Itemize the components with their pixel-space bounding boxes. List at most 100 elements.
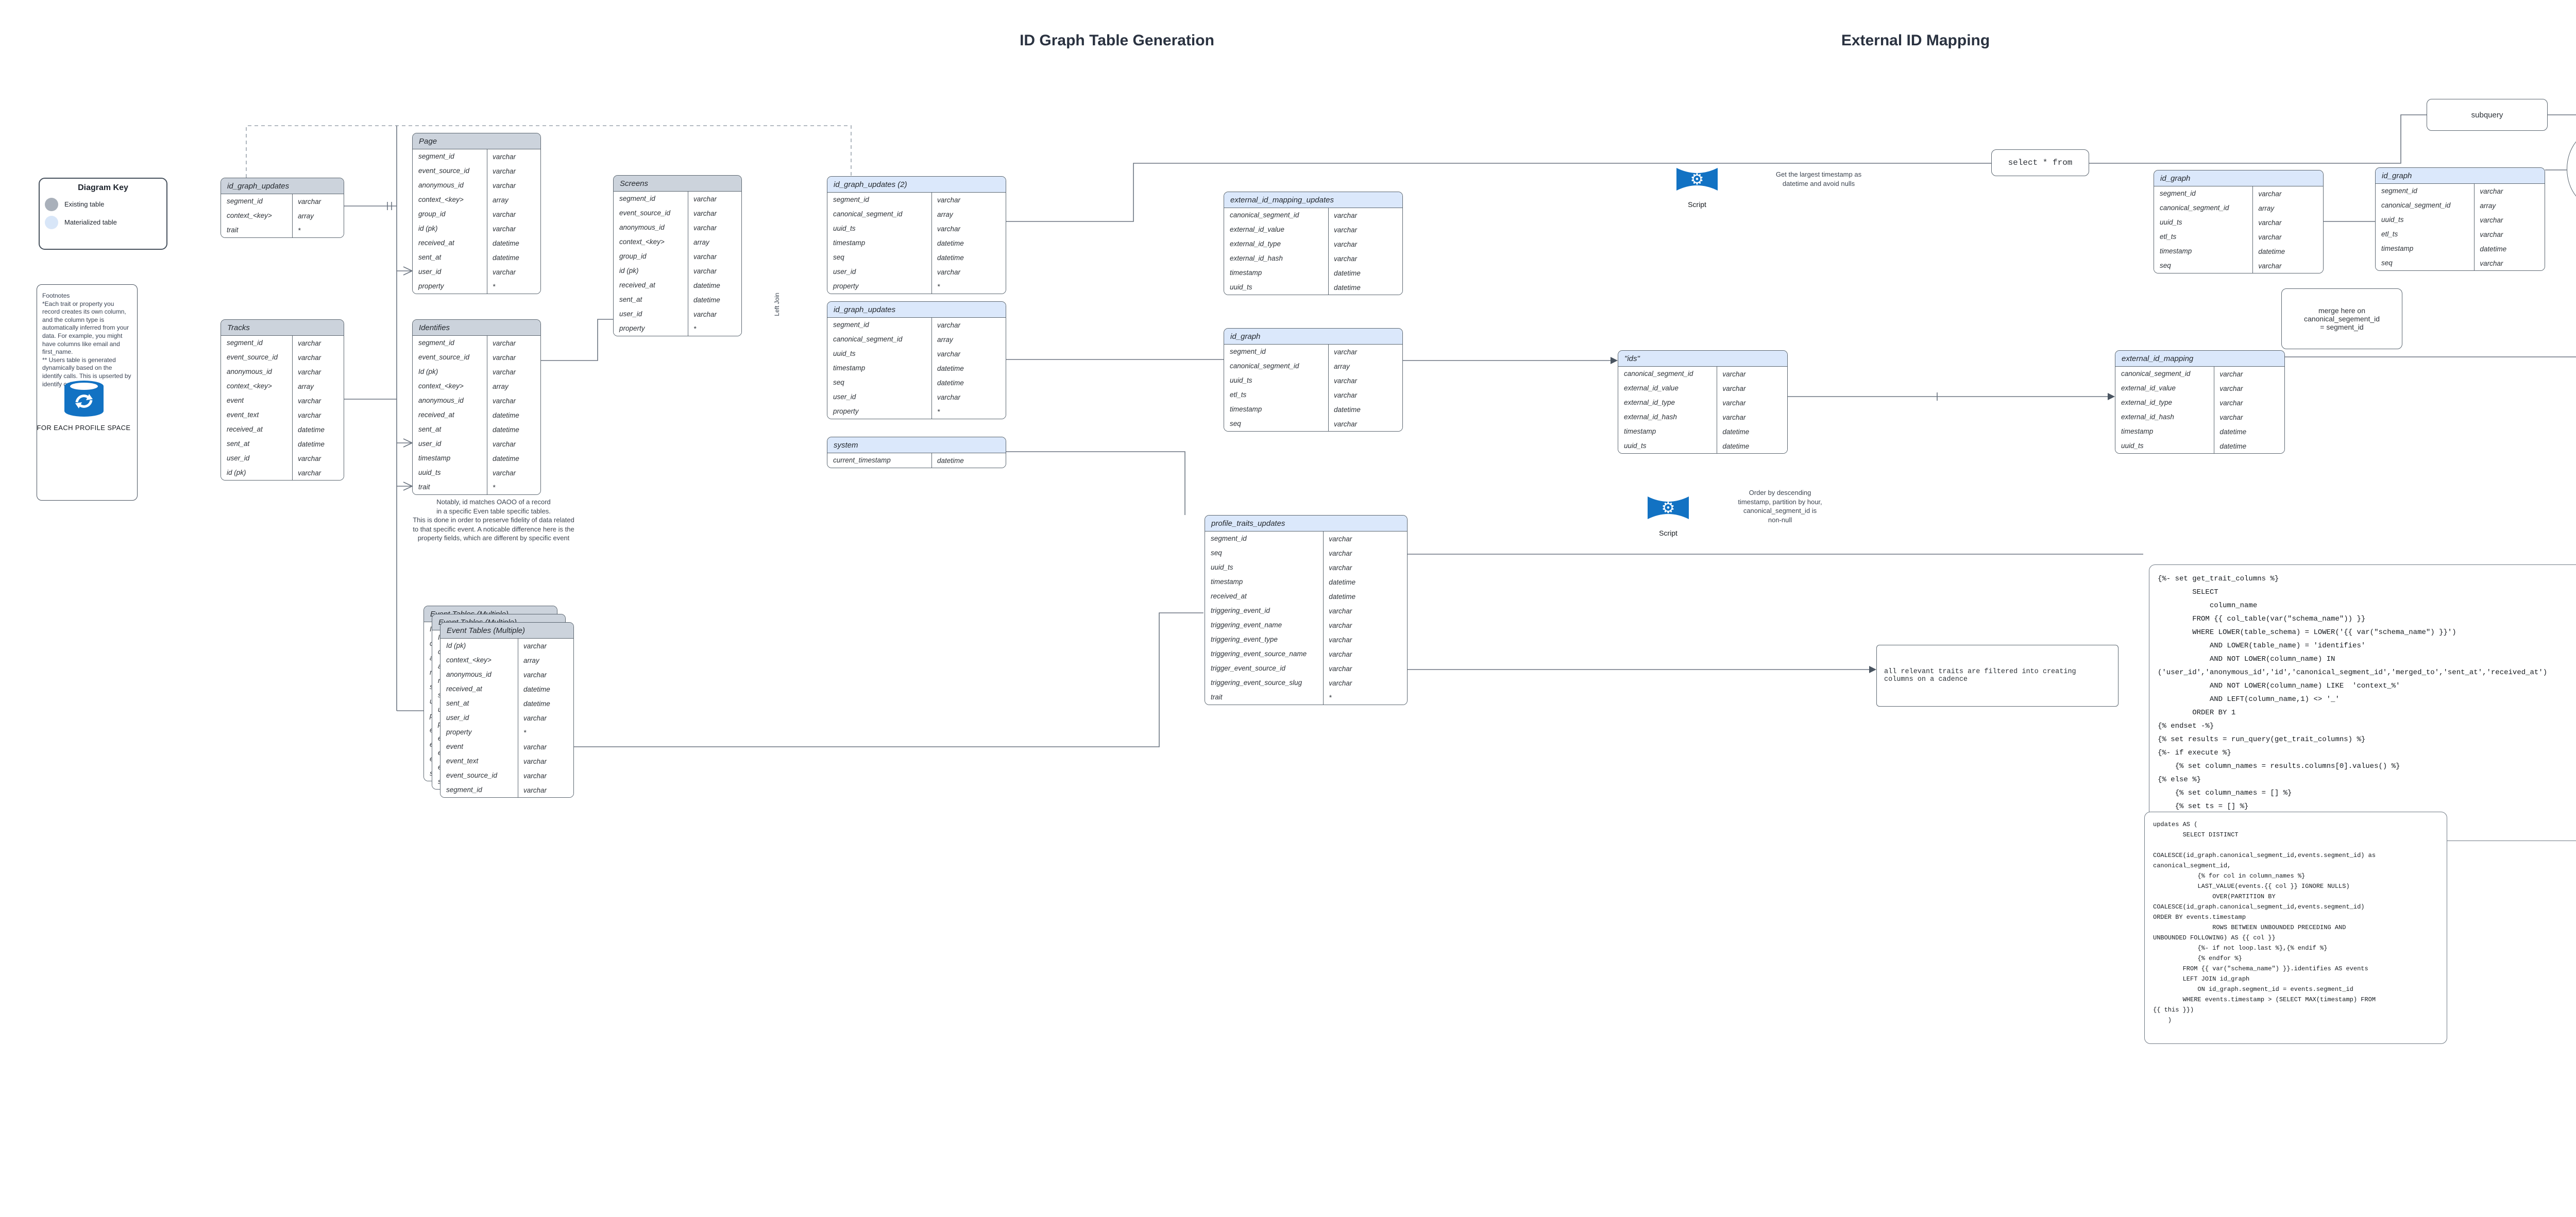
table-title: Tracks (227, 323, 250, 332)
diagram-key-title: Diagram Key (78, 183, 128, 192)
subquery-box[interactable]: subquery (2427, 99, 2548, 131)
table-row: received_at datetime (413, 236, 540, 250)
column-name: segment_id (227, 339, 263, 347)
note-events-oaoo: Notably, id matches OAOO of a record in … (413, 498, 574, 542)
column-name: current_timestamp (833, 456, 891, 465)
code-updates-cte[interactable]: updates AS ( SELECT DISTINCT COALESCE(id… (2144, 812, 2447, 1044)
column-type: varchar (517, 783, 573, 797)
section-heading-id-graph: ID Graph Table Generation (1020, 32, 1214, 49)
column-name: triggering_event_name (1211, 621, 1282, 629)
table-title: id_graph (2160, 174, 2191, 183)
diagram-key[interactable]: Diagram Key Existing table Materialized … (39, 178, 167, 250)
column-name: uuid_ts (1624, 442, 1647, 450)
table-header: Identifies (413, 320, 540, 336)
column-type: varchar (292, 393, 344, 408)
table-header: id_graph_updates (221, 178, 344, 194)
column-name: segment_id (2381, 187, 2417, 195)
column-type: array (292, 379, 344, 393)
column-type: varchar (931, 265, 1006, 279)
table-title: Screens (620, 179, 649, 188)
table-header: system (827, 437, 1006, 453)
column-type: varchar (1328, 222, 1402, 237)
column-type: array (931, 207, 1006, 221)
script-node-2[interactable]: ⚙ Script (1645, 491, 1691, 537)
column-type: array (2474, 198, 2545, 213)
column-name: property (619, 324, 645, 333)
column-type: datetime (487, 236, 540, 250)
column-name: id (pk) (227, 469, 246, 477)
gear-icon: ⚙ (1662, 500, 1675, 517)
section-heading-external-id: External ID Mapping (1841, 32, 1990, 49)
column-name: property (446, 728, 472, 736)
column-type: varchar (1717, 367, 1787, 381)
column-name: external_id_hash (2121, 413, 2174, 421)
column-type: datetime (517, 682, 573, 696)
column-type: * (487, 480, 540, 494)
select-from-box[interactable]: select * from (1991, 149, 2089, 176)
column-name: external_id_type (1624, 399, 1675, 407)
column-type: varchar (688, 307, 741, 321)
legend-existing: Existing table (45, 198, 161, 211)
column-type: varchar (1328, 251, 1402, 266)
column-name: trait (418, 483, 430, 491)
gear-icon: ⚙ (1690, 171, 1704, 188)
column-name: context_<key> (619, 238, 665, 246)
table-row: trait* (1205, 690, 1407, 705)
column-type: varchar (487, 149, 540, 164)
table-row: property* (440, 725, 573, 740)
column-type: varchar (2252, 259, 2323, 273)
column-name: property (833, 407, 859, 416)
table-header: Page (413, 133, 540, 149)
column-name: segment_id (619, 195, 655, 203)
column-type: datetime (1328, 266, 1402, 280)
left-join-rotated-label: Left Join (773, 293, 781, 316)
column-type: varchar (1323, 632, 1407, 647)
table-header: Screens (614, 176, 741, 192)
script-node-1[interactable]: ⚙ Script (1674, 163, 1720, 209)
column-name: segment_id (227, 197, 263, 205)
column-name: received_at (418, 239, 454, 247)
column-name: context_<key> (418, 382, 464, 390)
column-name: etl_ts (2381, 230, 2398, 238)
column-name: etl_ts (1230, 391, 1247, 399)
column-name: event_text (227, 411, 259, 419)
column-type: varchar (1323, 661, 1407, 676)
code-get-trait-columns[interactable]: {%- set get_trait_columns %} SELECT colu… (2149, 564, 2576, 841)
column-name: user_id (418, 440, 442, 448)
